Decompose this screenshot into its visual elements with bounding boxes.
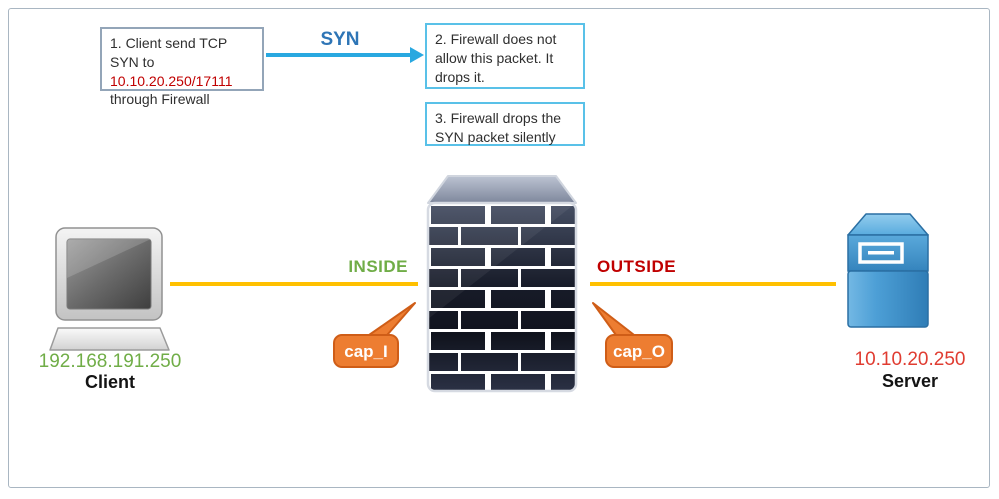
cap-outside-callout-tail-icon xyxy=(592,302,644,342)
step1-text-suffix: through Firewall xyxy=(110,91,210,108)
inside-link-line xyxy=(170,282,418,286)
syn-arrow-head-icon xyxy=(410,47,424,63)
firewall-icon xyxy=(426,175,578,393)
outside-interface-label: OUTSIDE xyxy=(597,257,677,276)
client-device-label: Client xyxy=(84,372,135,392)
annotation-step-2: 2. Firewall does not allow this packet. … xyxy=(425,23,585,89)
step2-text: 2. Firewall does not allow this packet. … xyxy=(435,31,557,85)
outside-link-line xyxy=(590,282,836,286)
client-laptop-icon xyxy=(49,227,170,351)
syn-packet-label: SYN xyxy=(320,29,360,50)
annotation-step-1: 1. Client send TCP SYN to 10.10.20.250/1… xyxy=(100,27,264,107)
step3-text: 3. Firewall drops the SYN packet silentl… xyxy=(435,110,562,145)
annotation-step-3: 3. Firewall drops the SYN packet silentl… xyxy=(425,102,585,146)
syn-arrow-line xyxy=(266,53,412,57)
server-ip-address: 10.10.20.250 xyxy=(854,349,966,370)
server-icon xyxy=(847,213,929,328)
diagram-border xyxy=(8,8,990,488)
client-ip-address: 192.168.191.250 xyxy=(38,351,182,372)
step1-destination-ip: 10.10.20.250/17111 xyxy=(110,72,233,89)
step1-text: 1. Client send TCP SYN to xyxy=(110,35,227,70)
capture-inside-callout: cap_I xyxy=(333,334,399,368)
server-device-label: Server xyxy=(881,371,939,391)
cap-inside-callout-tail-icon xyxy=(358,302,416,342)
inside-interface-label: INSIDE xyxy=(348,257,408,276)
capture-outside-callout: cap_O xyxy=(605,334,673,368)
